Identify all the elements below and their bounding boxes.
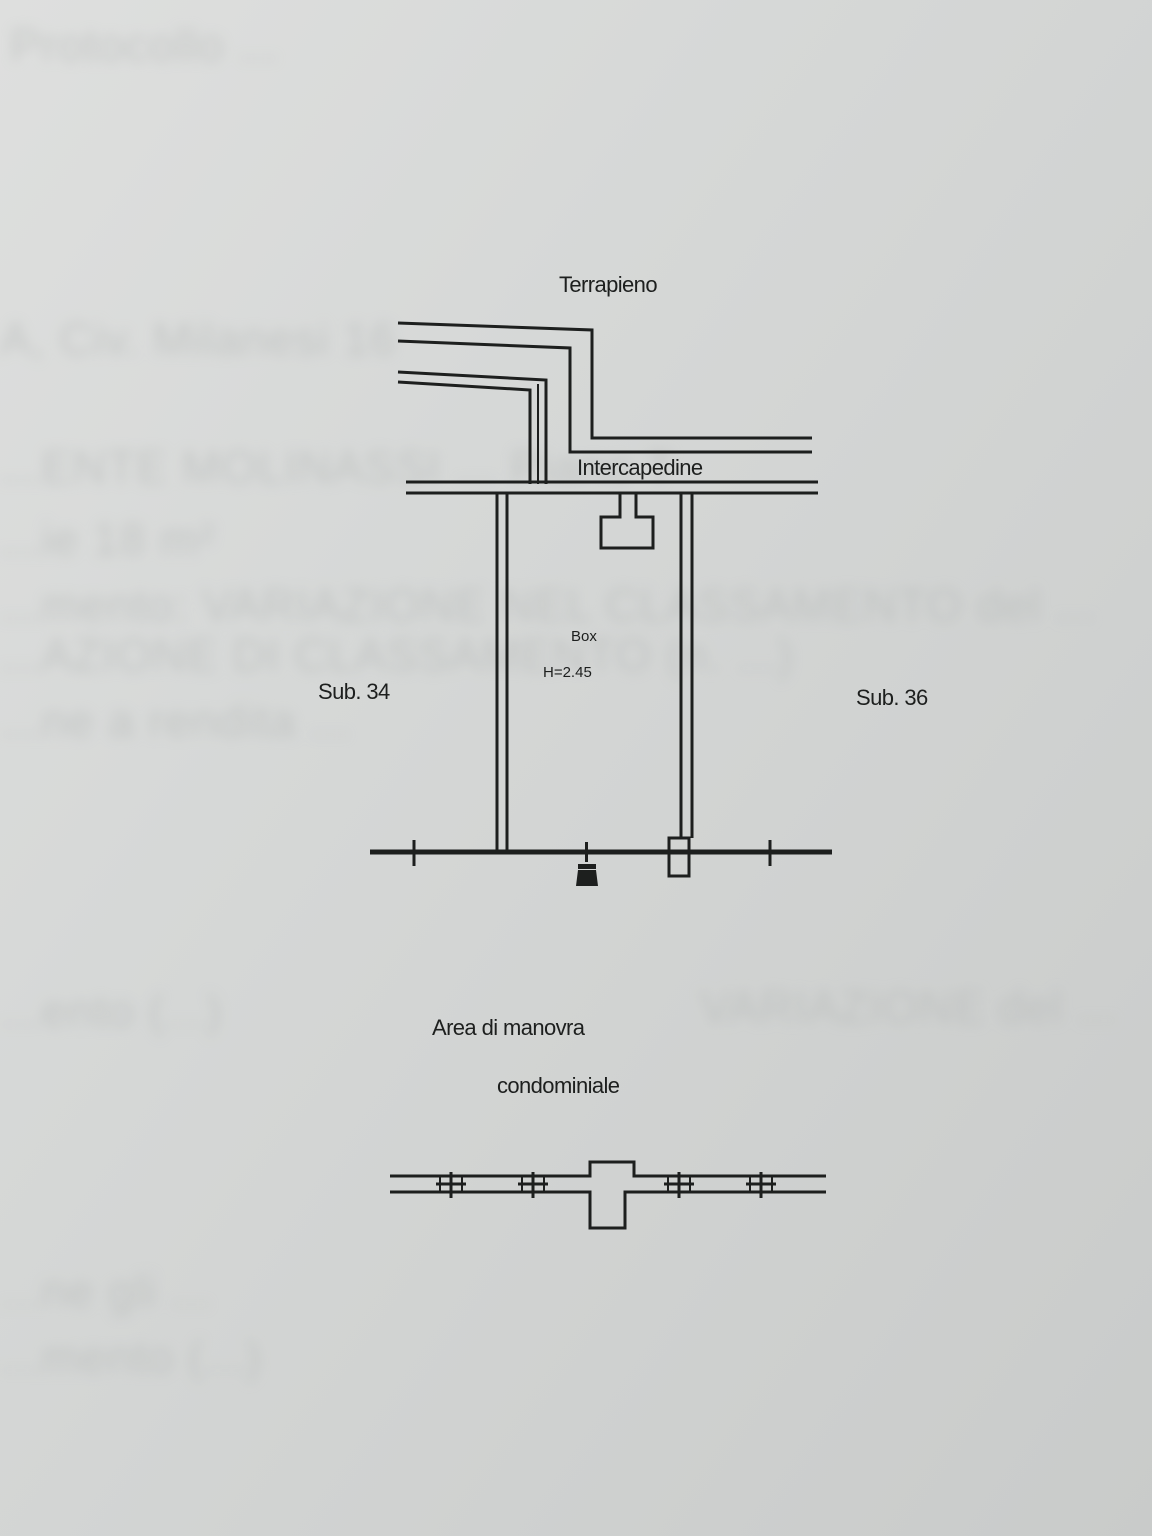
bleed-line: ...ie 18 m² <box>0 513 216 565</box>
pillar-box <box>667 836 691 878</box>
bleed-line: ...mento: VARIAZIONE NEL CLASSAMENTO del… <box>0 579 1097 631</box>
condominiale-label: condominiale <box>497 1073 620 1098</box>
bleed-line: Protocollo ... <box>10 19 280 71</box>
intercapedine-wall-outer <box>397 370 548 484</box>
intercapedine-wall-inner <box>397 380 532 484</box>
bleed-line: ...ne gli ... <box>0 1265 213 1317</box>
bleed-line: ...mento (...) <box>0 1331 262 1383</box>
bleed-line: ...ne a rendita ... <box>0 695 352 747</box>
terrapieno-label: Terrapieno <box>559 272 658 297</box>
terrapieno-wall-inner <box>397 339 812 454</box>
bleed-line: ...ento (...) <box>0 985 223 1037</box>
vent-shaft <box>599 493 655 550</box>
sub-36-label: Sub. 36 <box>856 685 928 710</box>
box-name-label: Box <box>571 628 597 645</box>
lamp-icon <box>576 842 598 886</box>
corridor-wall-bottom <box>390 1190 826 1230</box>
bleed-line: ...AZIONE DI CLASSAMENTO (n. ...) <box>0 629 794 681</box>
intercapedine-label: Intercapedine <box>577 455 703 480</box>
bleed-line: VARIAZIONE del ... <box>700 981 1119 1033</box>
corridor-post-box <box>667 1175 691 1193</box>
box-height-label: H=2.45 <box>543 664 592 681</box>
corridor-post-box <box>439 1175 463 1193</box>
bleed-line: A, Civ. Milanesi 16 <box>0 313 397 365</box>
terrapieno-wall-outer <box>397 321 812 440</box>
corridor-post-box <box>521 1175 545 1193</box>
area-di-manovra-label: Area di manovra <box>432 1015 585 1040</box>
corridor-wall-top <box>390 1160 826 1178</box>
corridor-post-box <box>749 1175 773 1193</box>
sub-34-label: Sub. 34 <box>318 679 390 704</box>
bleed-line: ...ENTE MOLINASSI ... Piano T <box>0 441 675 493</box>
